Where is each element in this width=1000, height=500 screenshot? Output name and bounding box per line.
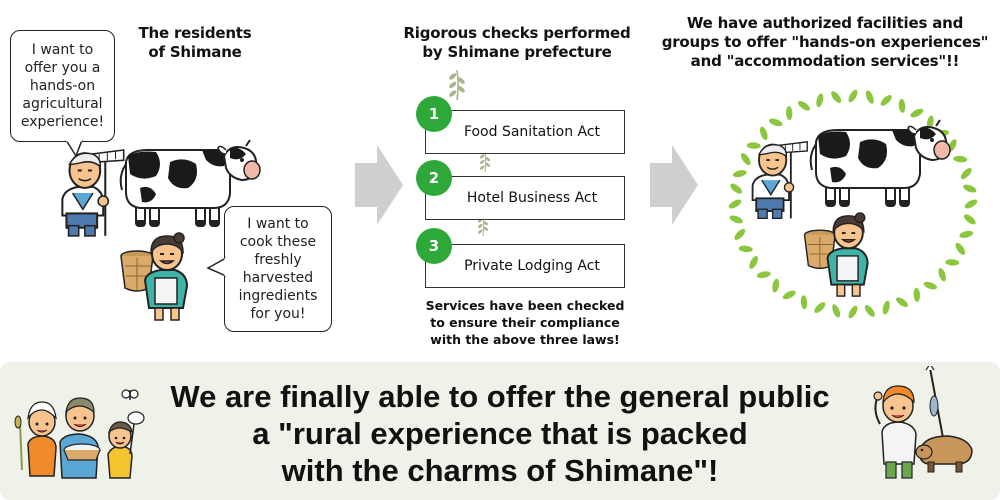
woman-illustration (120, 232, 188, 321)
bubble-line: hands-on (29, 78, 96, 94)
wreath-leaf (749, 256, 758, 269)
checks-heading-line: by Shimane prefecture (422, 43, 612, 61)
note-line: to ensure their compliance (430, 315, 620, 330)
woman-speech-bubble: I want to cook these freshly harvested i… (224, 206, 332, 332)
law-label: Food Sanitation Act (463, 124, 601, 140)
wreath-leaf (782, 290, 796, 300)
wreath-leaf (732, 170, 747, 178)
wreath-leaf (756, 271, 771, 279)
bubble-line: cook these (239, 234, 317, 250)
law-box-private-lodging: Private Lodging Act (425, 244, 625, 288)
law-number-badge: 2 (416, 160, 452, 196)
bubble-line: for you! (250, 306, 306, 322)
cow-illustration-right (809, 119, 951, 207)
wreath-leaf (848, 89, 858, 103)
wreath-leaf (955, 242, 966, 255)
wreath-leaf (880, 95, 892, 106)
farmer-speech-text: I want to offer you a hands-on agricultu… (21, 41, 104, 131)
family-illustration (14, 389, 145, 479)
bubble-line: harvested (242, 270, 314, 286)
law-number-badge: 3 (416, 228, 452, 264)
laurel-wreath-icon (728, 89, 978, 319)
wreath-leaf (729, 215, 743, 224)
flow-arrow-right-icon (355, 145, 403, 225)
bubble-line: I want to (247, 216, 309, 232)
authorized-heading-line: We have authorized facilities and (686, 14, 964, 32)
wreath-leaf (913, 287, 921, 302)
wreath-leaf (738, 245, 753, 253)
butterfly-icon (121, 389, 139, 400)
compliance-note: Services have been checked to ensure the… (410, 297, 640, 348)
woman-bubble-tail (206, 257, 226, 277)
wreath-leaf (938, 268, 946, 282)
bubble-line: agricultural (22, 96, 103, 112)
closing-line: We are finally able to offer the general… (170, 379, 830, 414)
wreath-leaf (923, 281, 937, 290)
wreath-leaf (740, 153, 751, 166)
farmer-speech-bubble: I want to offer you a hands-on agricultu… (10, 30, 115, 142)
wreath-leaf (746, 142, 761, 149)
wreath-leaf (772, 278, 780, 293)
law-label: Hotel Business Act (466, 190, 598, 206)
law-number-badge: 1 (416, 96, 452, 132)
residents-heading-line: The residents (138, 24, 252, 42)
wreath-leaf (734, 228, 746, 240)
wreath-leaf (760, 126, 768, 140)
wreath-leaf (728, 199, 742, 209)
authorized-heading-line: groups to offer "hands-on experiences" (661, 33, 989, 51)
checks-heading-line: Rigorous checks performed (403, 24, 631, 42)
wreath-leaf (959, 230, 974, 238)
checks-heading: Rigorous checks performed by Shimane pre… (392, 24, 642, 62)
wreath-leaf (864, 305, 875, 317)
wreath-leaf (963, 214, 976, 225)
wreath-leaf (898, 98, 906, 113)
bubble-line: freshly (254, 252, 302, 268)
boy-with-boar-illustration (873, 366, 973, 479)
authorized-heading-line: and "accommodation services"!! (690, 52, 960, 70)
closing-line: with the charms of Shimane"! (281, 453, 719, 488)
wreath-leaf (964, 199, 978, 209)
wheat-sprig-icon (447, 70, 467, 100)
law-box-food-sanitation: Food Sanitation Act (425, 110, 625, 154)
wreath-leaf (910, 108, 924, 118)
closing-message: We are finally able to offer the general… (150, 378, 850, 489)
wheat-sprig-icon (478, 152, 492, 172)
bubble-line: offer you a (24, 60, 101, 76)
wreath-leaf (798, 100, 810, 111)
wreath-leaf (785, 106, 793, 121)
law-box-hotel-business: Hotel Business Act (425, 176, 625, 220)
wreath-leaf (963, 184, 977, 193)
wreath-leaf (926, 115, 934, 130)
residents-heading: The residents of Shimane (120, 24, 270, 62)
woman-speech-text: I want to cook these freshly harvested i… (239, 215, 318, 323)
wreath-leaf (730, 183, 743, 194)
bubble-line: experience! (20, 114, 105, 130)
authorized-heading: We have authorized facilities and groups… (650, 14, 1000, 71)
residents-heading-line: of Shimane (148, 43, 242, 61)
wreath-leaf (953, 155, 968, 163)
wreath-leaf (831, 91, 842, 103)
bubble-line: ingredients (238, 288, 318, 304)
wreath-leaf (865, 90, 874, 104)
wreath-leaf (896, 297, 908, 308)
wreath-leaf (814, 302, 826, 313)
wreath-leaf (769, 118, 783, 127)
farmer-illustration-right (751, 140, 809, 220)
note-line: with the above three laws! (430, 332, 620, 347)
wreath-leaf (848, 305, 858, 319)
wreath-leaf (960, 168, 972, 180)
flow-arrow-right-icon (650, 145, 698, 225)
woman-illustration-right (803, 212, 869, 298)
wreath-leaf (882, 300, 890, 315)
wreath-leaf (945, 259, 960, 266)
wreath-leaf (832, 304, 841, 318)
note-line: Services have been checked (425, 298, 625, 313)
wreath-leaf (816, 93, 824, 108)
bottom-banner (0, 362, 1000, 500)
bubble-line: I want to (31, 42, 94, 58)
law-label: Private Lodging Act (464, 258, 600, 274)
closing-line: a "rural experience that is packed (252, 416, 748, 451)
wreath-leaf (800, 295, 808, 310)
